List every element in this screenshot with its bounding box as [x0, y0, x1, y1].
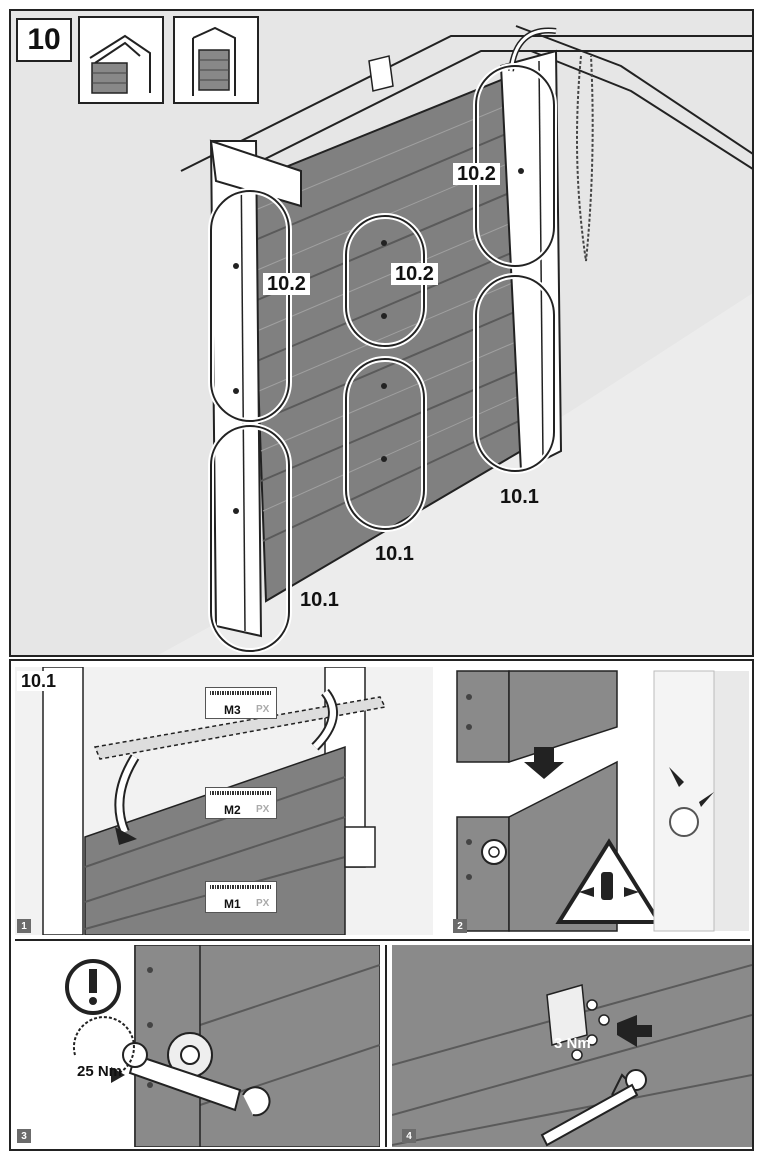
- panel-label-m1: M1 PX: [205, 881, 277, 913]
- main-illustration-panel: 10 10.2 10.2 10.2 10.1 10.1 10.1: [9, 9, 754, 657]
- callout-10-2-center: 10.2: [391, 263, 438, 285]
- thumbnail-sectional-door: [78, 16, 164, 104]
- detail-heading: 10.1: [17, 671, 61, 691]
- divider: [15, 939, 750, 941]
- divider: [385, 945, 387, 1147]
- exclamation-circle-icon: [67, 961, 119, 1013]
- panel-label-m2: M2 PX: [205, 787, 277, 819]
- thumbnail-vertical-door: [173, 16, 259, 104]
- substep-number: 3: [17, 1129, 31, 1143]
- panel-label-m3: M3 PX: [205, 687, 277, 719]
- hand-crush-warning-icon: [559, 842, 659, 922]
- callout-10-1-right: 10.1: [500, 486, 539, 508]
- substep-number: 1: [17, 919, 31, 933]
- substep-1-illustration: 10.1 M3 PX M2 PX M1 PX 1: [15, 667, 433, 935]
- callout-10-2-left: 10.2: [263, 273, 310, 295]
- substep-number: 2: [453, 919, 467, 933]
- torque-label-25nm: 25 Nm: [77, 1063, 123, 1080]
- callout-10-1-center: 10.1: [375, 543, 414, 565]
- substep-4-illustration: 3 Nm 4: [392, 945, 752, 1147]
- detail-panel: 10.1 M3 PX M2 PX M1 PX 1: [9, 659, 754, 1151]
- substep-2-illustration: 2: [439, 667, 751, 935]
- substep-number: 4: [402, 1129, 416, 1143]
- step-number: 10: [16, 18, 72, 62]
- torque-label-3nm: 3 Nm: [554, 1035, 591, 1052]
- callout-10-1-left: 10.1: [300, 589, 339, 611]
- callout-10-2-right: 10.2: [453, 163, 500, 185]
- door-assembly-drawing: [11, 11, 752, 655]
- substep-3-illustration: 25 Nm 3: [15, 945, 380, 1147]
